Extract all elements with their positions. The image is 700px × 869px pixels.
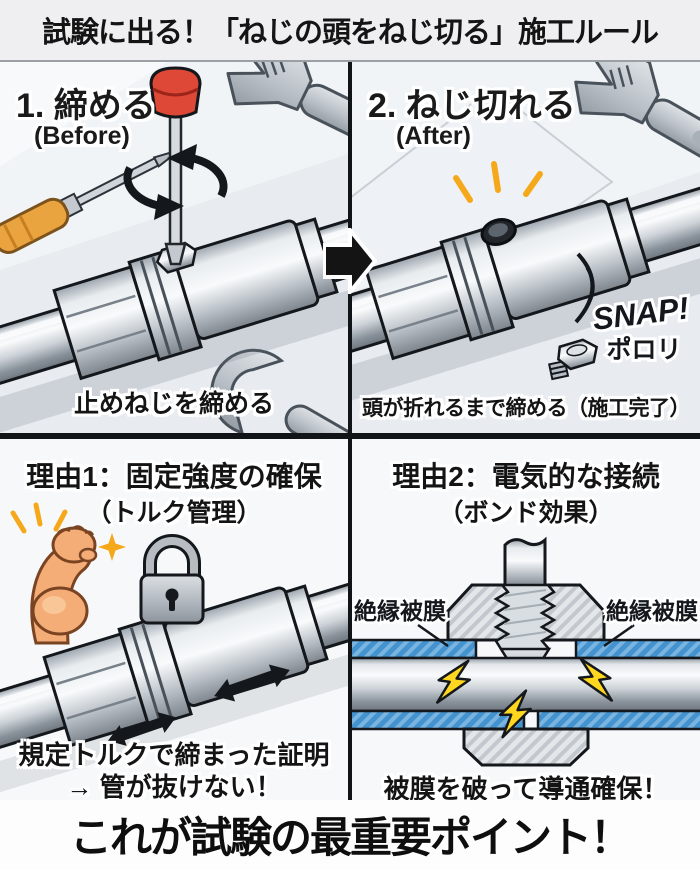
step2-sublabel: (After) (396, 122, 471, 150)
reason1-caption-line1: 規定トルクで締まった証明 (18, 740, 330, 770)
page-title: 試験に出る！「ねじの頭をねじ切る」施工ルール (41, 17, 659, 49)
lightning-icon (577, 657, 613, 702)
pipe-shadow (0, 618, 348, 800)
step2-illustration: SNAP! ポロリ (352, 62, 700, 433)
pipe-wall (352, 656, 700, 713)
bottom-banner: これが試験の最重要ポイント！ (0, 800, 700, 869)
arrow-right-icon (323, 228, 377, 294)
screw-shaft (503, 536, 547, 589)
double-arrow-icon (214, 664, 290, 702)
reason2-title: 理由2：電気的な接続 (392, 461, 660, 492)
padlock-icon (139, 534, 205, 625)
lightning-icon (498, 689, 532, 739)
bonding-cross-section-illustration: 絶縁被膜 絶縁被膜 (352, 536, 700, 767)
double-arrow-icon (107, 712, 177, 746)
pipe-shadow (0, 251, 348, 433)
insulation-band-lower-left (352, 709, 526, 731)
sparkle-lines-icon (10, 502, 68, 534)
insulation-band-upper-right (574, 638, 700, 660)
insulation-band-lower-right (536, 709, 700, 731)
top-banner: 試験に出る！「ねじの頭をねじ切る」施工ルール (0, 0, 700, 62)
step1-sublabel: (Before) (34, 122, 130, 150)
reason1-title: 理由1：固定強度の確保 (26, 461, 322, 492)
reason2-illustration: 絶縁被膜 絶縁被膜 (352, 439, 700, 800)
lower-hex-block (462, 727, 590, 767)
motion-arc-icon (574, 252, 595, 324)
step2-caption: 頭が折れるまで締める（施工完了） (362, 397, 691, 420)
lightning-icon (436, 659, 472, 704)
insulation-band-upper-left (352, 638, 478, 660)
sparkle-star-icon (98, 533, 126, 561)
pipe-coupling-illustration (352, 139, 700, 415)
step2-label: 2. ねじ切れる (368, 87, 576, 125)
panel-step1: 1. 締める (Before) 止めねじを締める (0, 62, 348, 433)
broken-screw-icon (548, 338, 599, 381)
impact-sparks-icon (453, 161, 543, 203)
reasons-row: 理由1：固定強度の確保 （トルク管理） 規定トルクで締まった証明 → 管が抜けな… (0, 439, 700, 800)
panel-step2: SNAP! ポロリ 2. ねじ切れる (After) 頭が折れるまで締める（施工… (352, 62, 700, 433)
panel-reason1: 理由1：固定強度の確保 （トルク管理） 規定トルクで締まった証明 → 管が抜けな… (0, 439, 348, 800)
screwdriver-red-icon (149, 66, 202, 266)
reason2-caption: 被膜を破って導通確保！ (383, 774, 669, 800)
reason1-caption-line2: → 管が抜けない！ (66, 772, 282, 800)
footer-title: これが試験の最重要ポイント！ (69, 814, 632, 861)
reason2-subtitle: （ボンド効果） (438, 499, 614, 527)
screwdriver-yellow-icon (0, 151, 173, 254)
insulation-label-left: 絶縁被膜 (354, 598, 446, 624)
panel-reason2: 絶縁被膜 絶縁被膜 理由2：電気的な接続 （ボンド効果） 被膜を破って導通確保！ (352, 439, 700, 800)
steps-row: 1. 締める (Before) 止めねじを締める (0, 62, 700, 433)
step1-illustration (0, 62, 348, 433)
insulation-label-right: 絶縁被膜 (606, 598, 698, 624)
reason1-illustration (0, 439, 348, 800)
rotation-arrows-icon (123, 144, 228, 220)
pipe-shadow (352, 231, 700, 432)
step1-label: 1. 締める (16, 87, 156, 125)
reason1-subtitle: （トルク管理） (86, 499, 262, 527)
horizontal-divider (0, 433, 700, 439)
muscle-arm-icon (30, 525, 98, 645)
porori-text: ポロリ (606, 335, 681, 364)
step1-caption: 止めねじを締める (73, 390, 274, 418)
